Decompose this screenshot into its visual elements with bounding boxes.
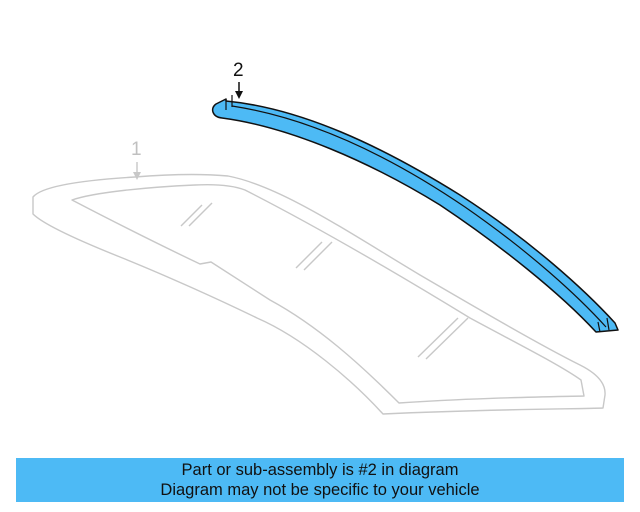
windshield-glass bbox=[32, 162, 606, 415]
info-banner: Part or sub-assembly is #2 in diagram Di… bbox=[16, 458, 624, 502]
glare-line bbox=[303, 241, 333, 271]
glare-line bbox=[417, 317, 459, 358]
windshield-inner-edge bbox=[71, 183, 585, 404]
glare-line bbox=[188, 202, 213, 227]
callout-2-arrowhead bbox=[235, 91, 243, 99]
molding-ridge bbox=[231, 105, 607, 328]
windshield-molding bbox=[211, 82, 619, 333]
parts-diagram bbox=[32, 82, 619, 415]
molding-body bbox=[211, 98, 619, 333]
banner-line-part-number: Part or sub-assembly is #2 in diagram bbox=[181, 461, 459, 479]
glare-line bbox=[295, 241, 323, 269]
glare-line bbox=[425, 317, 469, 360]
callout-number-2: 2 bbox=[233, 60, 244, 81]
windshield-outer-edge bbox=[32, 173, 606, 415]
callout-number-1: 1 bbox=[131, 139, 142, 160]
banner-line-disclaimer: Diagram may not be specific to your vehi… bbox=[160, 481, 480, 499]
glare-line bbox=[180, 204, 203, 227]
molding-end-cap-left bbox=[225, 95, 233, 110]
molding-end-cap-right bbox=[597, 317, 610, 333]
callout-1-arrowhead bbox=[133, 172, 141, 180]
